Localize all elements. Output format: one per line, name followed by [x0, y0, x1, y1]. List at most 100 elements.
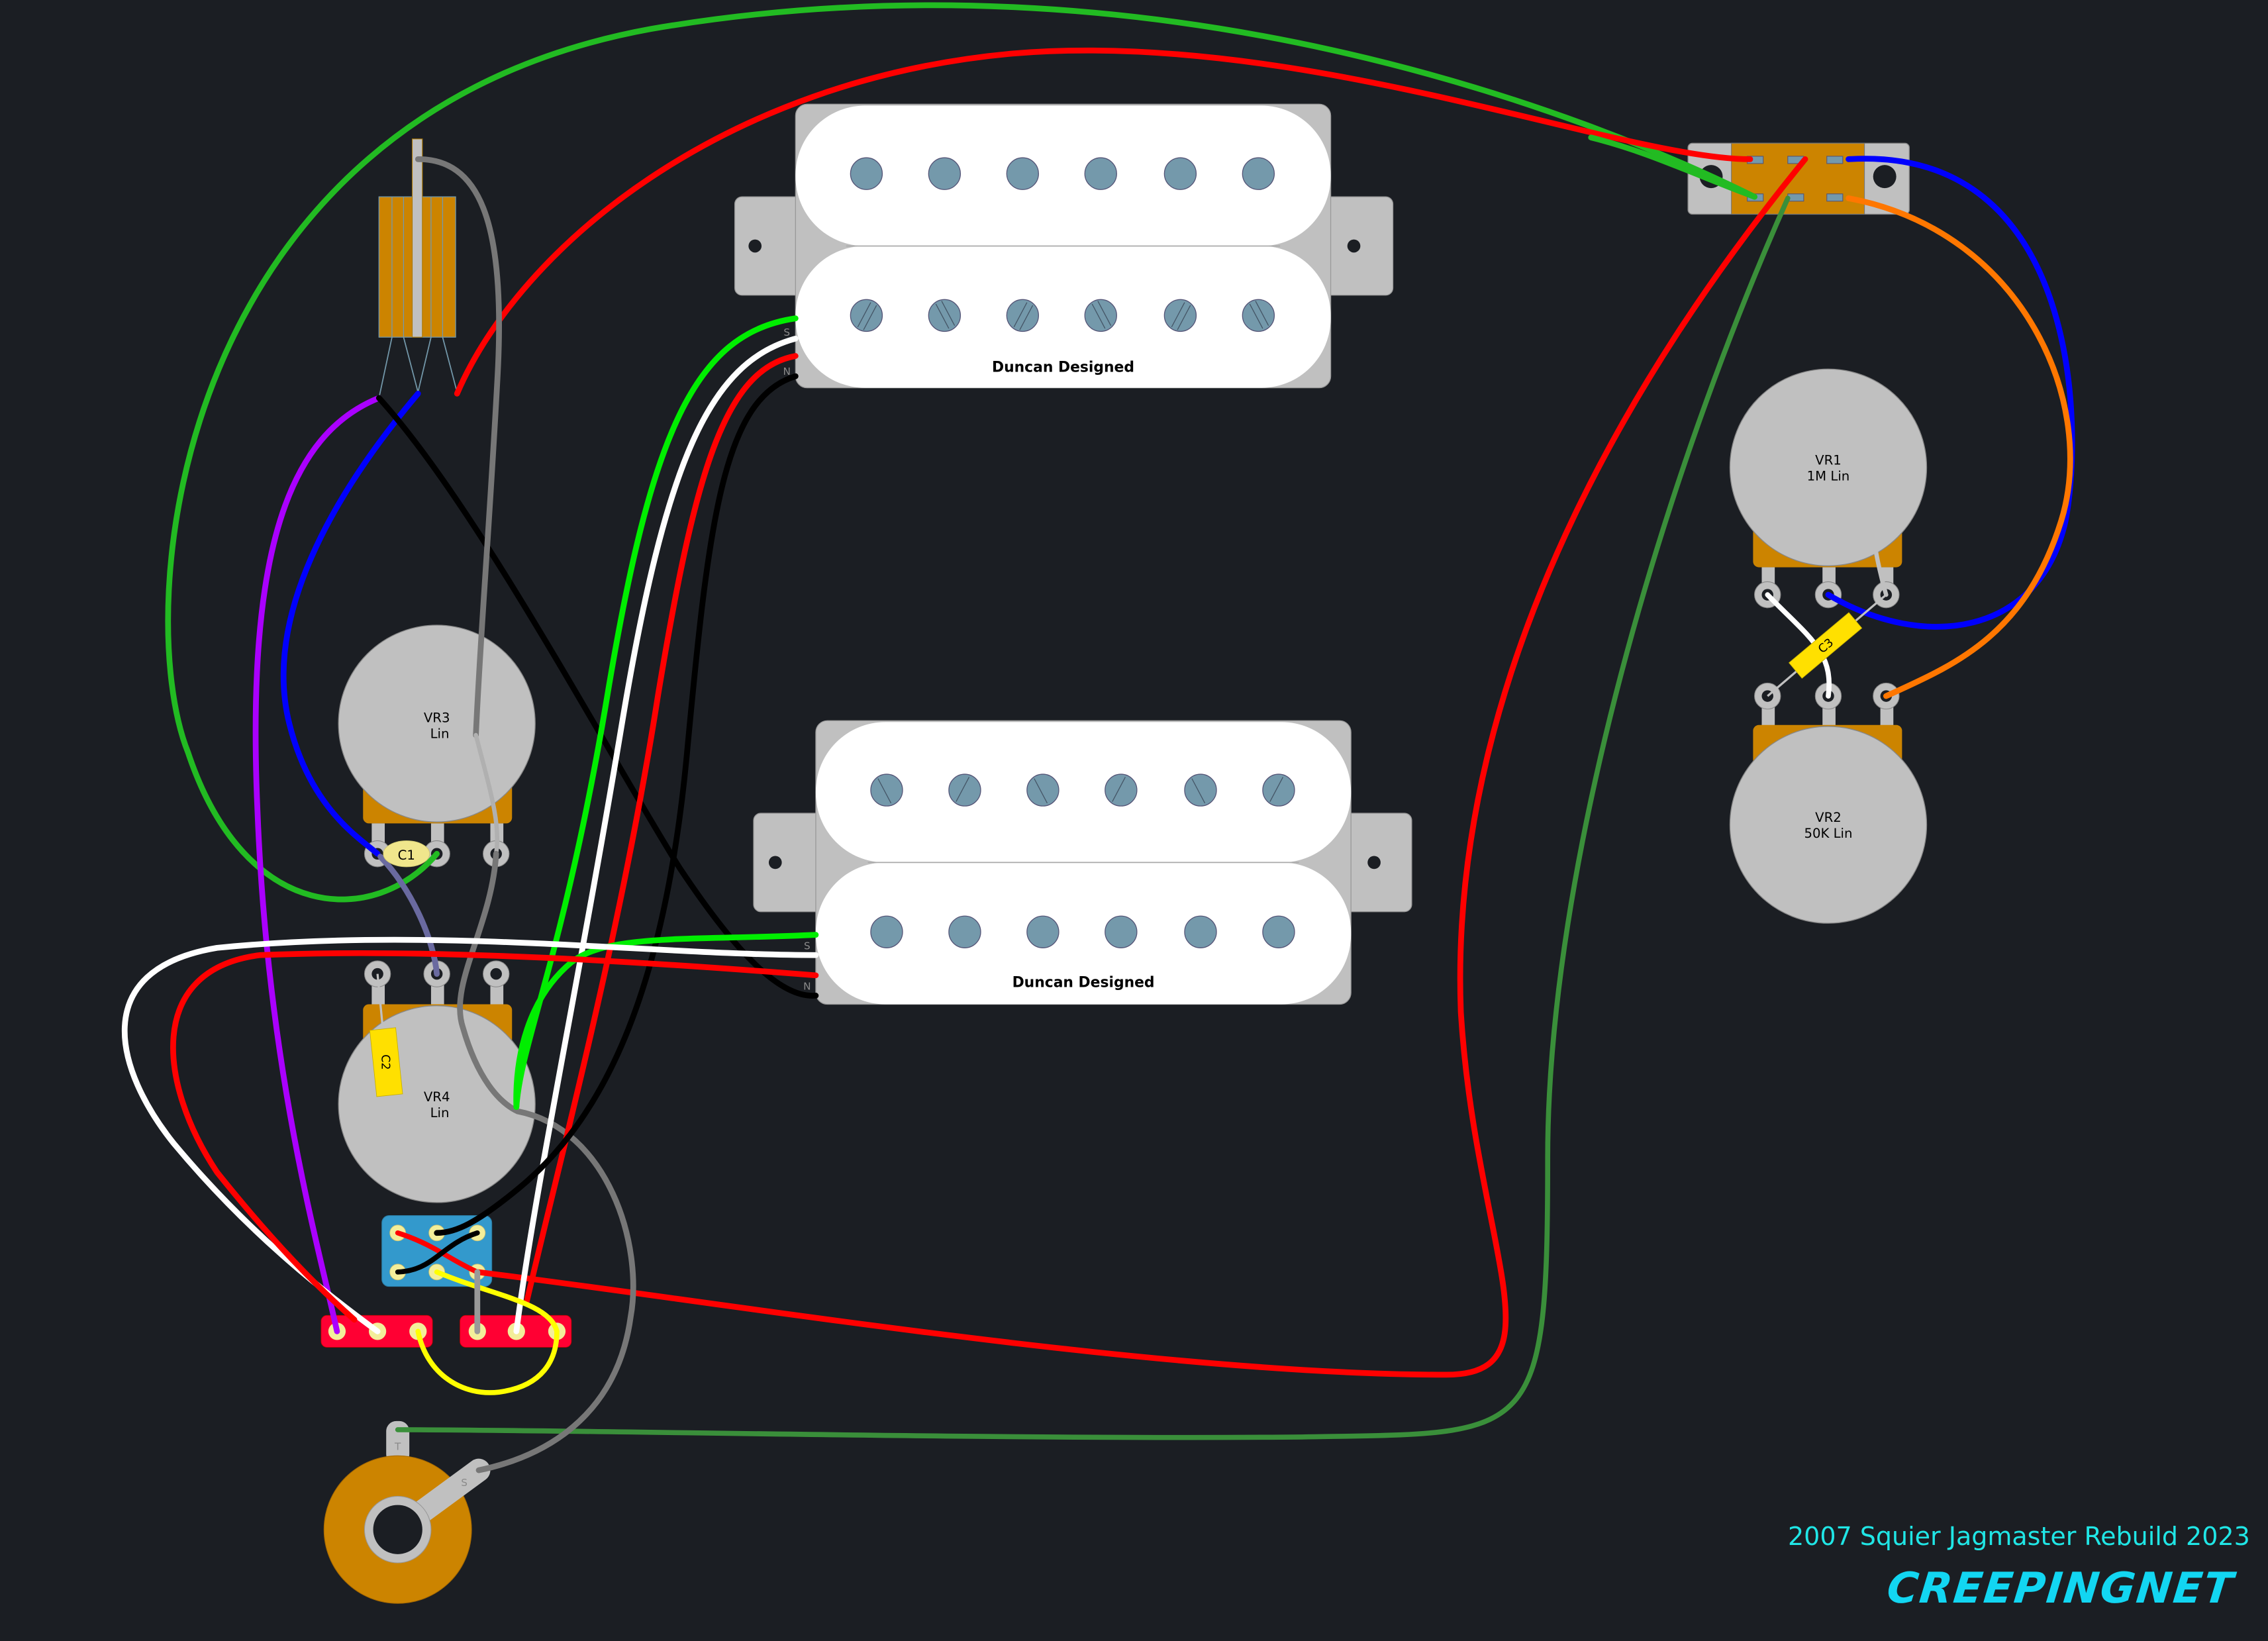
screw-pole-icon: [948, 773, 981, 807]
capacitor-c2[interactable]: C2: [369, 973, 403, 1154]
wire-purple-mini-to-terminal[interactable]: [252, 395, 382, 1334]
pole-piece-icon: [1084, 157, 1117, 190]
screw-slot: [1249, 303, 1263, 329]
bridge-pickup-coil-top: [815, 722, 1352, 863]
wires: C3 C1 C2: [121, 2, 2075, 1473]
lug-stem: [1822, 705, 1836, 728]
wire-red-switch-to-dpdt[interactable]: [474, 156, 1808, 1378]
screw-slot: [1269, 777, 1284, 802]
neck-pickup[interactable]: Duncan Designed S N: [734, 103, 1394, 389]
switch-lug: [1826, 156, 1844, 164]
screw-slot: [1091, 303, 1106, 329]
pot-vr1-value: 1M Lin: [1807, 468, 1850, 483]
wire-yellow-dpdt-to-terminal[interactable]: [434, 1269, 560, 1334]
bridge-pickup-label: Duncan Designed: [1012, 974, 1155, 991]
wire-darkgreen-switch-to-jack[interactable]: [395, 195, 1791, 1440]
wire-neck-green[interactable]: [513, 315, 799, 1111]
screw-slot: [1171, 302, 1185, 328]
bridge-lead-label-n: N: [803, 981, 811, 993]
switch-body: [1731, 142, 1865, 215]
screw-slot: [956, 777, 970, 802]
wire-gray-mini-to-vr3[interactable]: [415, 156, 502, 738]
lug-stem: [1761, 705, 1775, 728]
wire-bare-vr1[interactable]: [1865, 417, 1889, 597]
pot-vr1[interactable]: VR1 1M Lin: [1729, 368, 1928, 609]
wire-neck-red[interactable]: [523, 353, 799, 1306]
pot-vr4-value: Lin: [430, 1105, 450, 1120]
brand-logo: CREEPINGNET: [1885, 1564, 2237, 1613]
pole-piece-icon: [928, 157, 961, 190]
capacitor-c2-body: [369, 1027, 403, 1097]
wire-neck-black[interactable]: [434, 373, 799, 1236]
pole-piece-icon: [1006, 157, 1039, 190]
screw-pole-icon: [1262, 773, 1295, 807]
screw-slot: [857, 302, 871, 328]
lug-stem: [371, 983, 385, 1007]
mini-switch-lever[interactable]: [411, 138, 423, 338]
screw-slot: [1255, 301, 1269, 326]
neck-lead-label-n: N: [783, 366, 791, 377]
capacitor-c1[interactable]: C1: [383, 840, 430, 868]
output-jack[interactable]: T S: [323, 1420, 491, 1604]
pot-vr2[interactable]: VR2 50K Lin: [1729, 682, 1928, 924]
screw-slot: [1112, 777, 1126, 802]
mount-hole-icon: [768, 856, 782, 870]
screw-pole-icon: [928, 299, 961, 332]
screw-slot: [1034, 778, 1048, 804]
pole-piece-icon: [1242, 157, 1275, 190]
wire-yellow-terminal-bridge[interactable]: [415, 1328, 560, 1395]
screw-pole-icon: [1184, 773, 1217, 807]
neck-pickup-label: Duncan Designed: [992, 360, 1134, 376]
screw-slot: [863, 305, 877, 330]
neck-lead-label-s: S: [783, 326, 790, 338]
screw-slot: [877, 778, 892, 804]
capacitor-c3[interactable]: C3: [1767, 593, 1887, 697]
neck-pickup-coil-bottom: [795, 246, 1331, 388]
bridge-pole-row-slugs: [870, 915, 1295, 948]
neck-pole-row-slugs: [850, 157, 1275, 190]
wire-red-switch-to-mini[interactable]: [454, 47, 1753, 397]
capacitor-c1-label: C1: [398, 848, 415, 863]
lug-hole: [490, 968, 502, 980]
screw-slot: [935, 303, 950, 329]
screw-slot: [1019, 305, 1034, 330]
wire-blue-mini-to-vr3[interactable]: [280, 391, 421, 857]
diagram-title: 2007 Squier Jagmaster Rebuild 2023: [1788, 1522, 2250, 1551]
pole-piece-icon: [850, 157, 883, 190]
lug-stem: [371, 823, 385, 844]
neck-pickup-coil-top: [795, 105, 1331, 246]
screw-slot: [1013, 302, 1028, 328]
neck-pole-row-screws: [850, 299, 1275, 332]
wire-bare-vr3[interactable]: [473, 732, 500, 856]
capacitor-c1-body: [383, 840, 430, 868]
lug-stem: [1880, 705, 1894, 728]
screw-slot: [1177, 305, 1191, 330]
wire-green-switch-end[interactable]: [1588, 134, 1757, 200]
bridge-pickup[interactable]: Duncan Designed S N: [753, 720, 1412, 1005]
mini-toggle-switch[interactable]: [378, 138, 458, 399]
wire-slate-vr3-to-vr4[interactable]: [377, 854, 440, 977]
lead: [417, 336, 432, 393]
wire-bridge-white[interactable]: [121, 936, 819, 1334]
screw-slot: [1097, 301, 1112, 326]
pot-body: [1729, 368, 1928, 567]
lug-stem: [490, 983, 504, 1007]
wire-orange-switch-to-vr2[interactable]: [1846, 195, 2073, 699]
wire-dpdt-black[interactable]: [395, 1230, 480, 1275]
pot-vr3-name: VR3: [424, 710, 450, 725]
screw-pole-icon: [1006, 299, 1039, 332]
lead: [378, 336, 393, 399]
mini-switch-leads: [378, 336, 458, 399]
wire-bridge-red[interactable]: [170, 950, 819, 1323]
pole-piece-icon: [1184, 915, 1217, 948]
screw-pole-icon: [850, 299, 883, 332]
mount-hole-icon: [1873, 165, 1897, 189]
wire-green-switch-to-vr3[interactable]: [165, 2, 1757, 903]
pot-vr3-value: Lin: [430, 726, 450, 741]
screw-pole-icon: [1242, 299, 1275, 332]
screw-pole-icon: [1084, 299, 1117, 332]
screw-pole-icon: [1105, 773, 1138, 807]
wire-neck-white[interactable]: [513, 335, 799, 1334]
jack-sleeve-label: S: [461, 1477, 468, 1489]
